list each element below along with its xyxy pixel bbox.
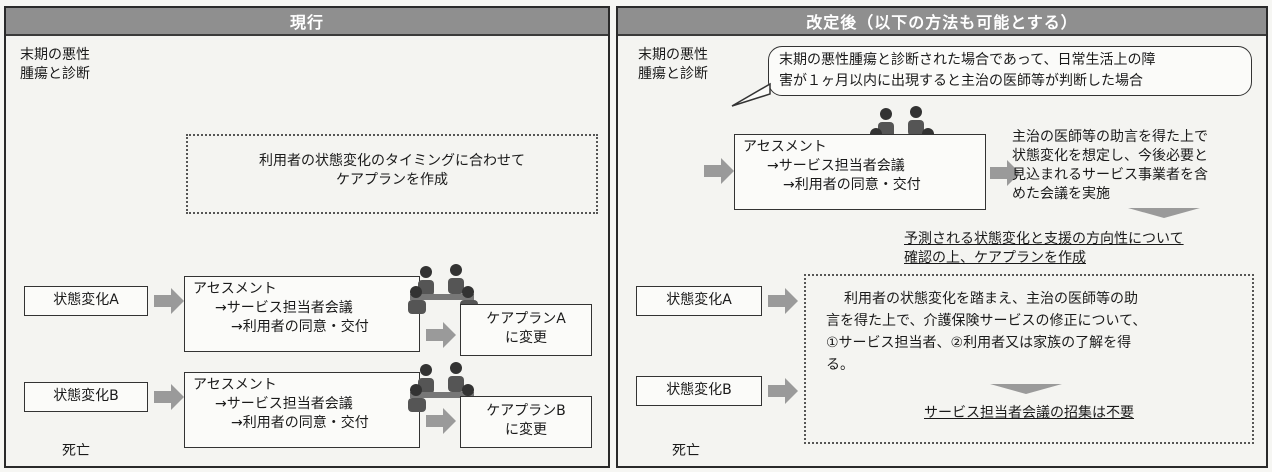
process-a-line-1: アセスメント bbox=[193, 281, 277, 297]
change-note-line-2: 言を得た上で、介護保険サービスの修正について、 bbox=[826, 313, 1147, 329]
arrow-down-icon bbox=[990, 384, 1062, 394]
state-b-box: 状態変化B bbox=[636, 376, 762, 406]
result-a-line-1: ケアプランA bbox=[486, 311, 566, 327]
arrow-right-icon bbox=[154, 288, 184, 314]
process-line-1: アセスメント bbox=[743, 139, 827, 155]
result-b-line-2: に変更 bbox=[505, 422, 547, 438]
prediction-line-1: 予測される状態変化と支援の方向性について bbox=[904, 231, 1184, 247]
diagnosis-line-2: 腫瘍と診断 bbox=[638, 66, 708, 82]
callout-line-2: 害が１ヶ月以内に出現すると主治の医師等が判断した場合 bbox=[779, 73, 1143, 89]
arrow-right-icon bbox=[990, 160, 1020, 186]
result-b-box: ケアプランB に変更 bbox=[460, 396, 592, 448]
arrow-down-icon bbox=[1128, 208, 1200, 218]
diagnosis-label: 末期の悪性 腫瘍と診断 bbox=[20, 46, 90, 84]
meeting-note-line-3: 見込まれるサービス事業者を含 bbox=[1012, 167, 1208, 183]
process-b-box: アセスメント →サービス担当者会議 →利用者の同意・交付 bbox=[184, 372, 420, 448]
change-note-line-4: る。 bbox=[826, 357, 854, 373]
meeting-note: 主治の医師等の助言を得た上で 状態変化を想定し、今後必要と 見込まれるサービス事… bbox=[1012, 128, 1262, 204]
timing-note-text: 利用者の状態変化のタイミングに合わせて ケアプランを作成 bbox=[188, 152, 596, 190]
arrow-right-icon bbox=[768, 378, 798, 404]
process-b-line-3: →利用者の同意・交付 bbox=[231, 415, 369, 431]
callout-line-1: 末期の悪性腫瘍と診断された場合であって、日常生活上の障 bbox=[779, 52, 1156, 68]
diagnosis-label: 末期の悪性 腫瘍と診断 bbox=[638, 46, 708, 84]
timing-note-line-1: 利用者の状態変化のタイミングに合わせて bbox=[259, 153, 525, 169]
meeting-note-line-2: 状態変化を想定し、今後必要と bbox=[1012, 148, 1208, 164]
state-a-box: 状態変化A bbox=[636, 286, 762, 316]
process-a-line-3: →利用者の同意・交付 bbox=[231, 319, 369, 335]
prediction-line-2: 確認の上、ケアプランを作成 bbox=[904, 250, 1086, 266]
state-b-box: 状態変化B bbox=[24, 382, 148, 412]
death-label: 死亡 bbox=[62, 443, 90, 459]
current-panel: 現行 末期の悪性 腫瘍と診断 利用者の状態変化のタイミングに合わせて ケアプラン… bbox=[4, 6, 610, 468]
process-b-line-1: アセスメント bbox=[193, 377, 277, 393]
result-a-line-2: に変更 bbox=[505, 330, 547, 346]
current-header: 現行 bbox=[6, 8, 608, 36]
diagnosis-line-1: 末期の悪性 bbox=[20, 47, 90, 63]
change-note-line-3: ①サービス担当者、②利用者又は家族の了解を得 bbox=[826, 335, 1132, 351]
timing-note-box: 利用者の状態変化のタイミングに合わせて ケアプランを作成 bbox=[186, 134, 598, 214]
arrow-right-icon bbox=[426, 322, 456, 348]
change-note-line-1: 利用者の状態変化を踏まえ、主治の医師等の助 bbox=[844, 291, 1138, 307]
timing-note-line-2: ケアプランを作成 bbox=[336, 172, 448, 188]
diagnosis-line-2: 腫瘍と診断 bbox=[20, 66, 90, 82]
process-box: アセスメント →サービス担当者会議 →利用者の同意・交付 bbox=[734, 134, 986, 210]
prediction-note: 予測される状態変化と支援の方向性について 確認の上、ケアプランを作成 bbox=[904, 230, 1184, 268]
condition-callout: 末期の悪性腫瘍と診断された場合であって、日常生活上の障 害が１ヶ月以内に出現する… bbox=[768, 46, 1252, 96]
death-label: 死亡 bbox=[672, 443, 700, 459]
result-b-line-1: ケアプランB bbox=[486, 403, 566, 419]
process-a-line-2: →サービス担当者会議 bbox=[215, 300, 353, 316]
change-note-text: 利用者の状態変化を踏まえ、主治の医師等の助 言を得た上で、介護保険サービスの修正… bbox=[826, 288, 1146, 376]
callout-pointer-icon bbox=[731, 82, 771, 107]
state-a-box: 状態変化A bbox=[24, 286, 148, 316]
result-a-box: ケアプランA に変更 bbox=[460, 304, 592, 356]
arrow-right-icon bbox=[768, 288, 798, 314]
no-meeting-note: サービス担当者会議の招集は不要 bbox=[924, 405, 1134, 421]
change-note-box: 利用者の状態変化を踏まえ、主治の医師等の助 言を得た上で、介護保険サービスの修正… bbox=[804, 274, 1254, 444]
process-line-2: →サービス担当者会議 bbox=[767, 158, 905, 174]
process-line-3: →利用者の同意・交付 bbox=[783, 177, 921, 193]
revised-panel: 改定後（以下の方法も可能とする） 末期の悪性 腫瘍と診断 末期の悪性腫瘍と診断さ… bbox=[616, 6, 1268, 468]
arrow-right-icon bbox=[154, 384, 184, 410]
meeting-note-line-4: めた会議を実施 bbox=[1012, 186, 1110, 202]
meeting-note-line-1: 主治の医師等の助言を得た上で bbox=[1012, 129, 1208, 145]
process-a-box: アセスメント →サービス担当者会議 →利用者の同意・交付 bbox=[184, 276, 420, 352]
revised-header: 改定後（以下の方法も可能とする） bbox=[618, 8, 1266, 36]
arrow-right-icon bbox=[704, 158, 734, 184]
arrow-right-icon bbox=[426, 408, 456, 434]
diagnosis-line-1: 末期の悪性 bbox=[638, 47, 708, 63]
process-b-line-2: →サービス担当者会議 bbox=[215, 396, 353, 412]
